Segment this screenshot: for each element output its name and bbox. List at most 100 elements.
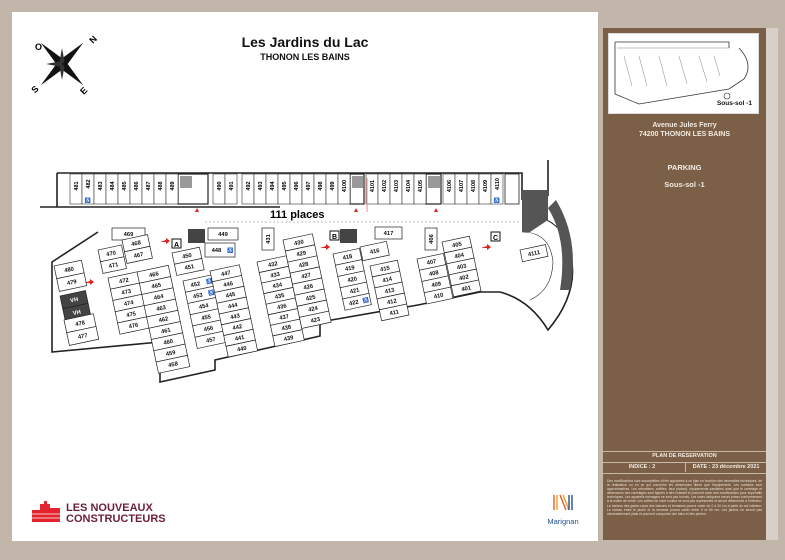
parking-spot[interactable]: 493 <box>253 173 267 205</box>
parking-spot[interactable]: 488 <box>153 173 167 205</box>
spot-number: 413 <box>384 287 395 295</box>
parking-spot[interactable]: 431 <box>261 227 275 251</box>
spot-number: 486 <box>134 181 140 190</box>
parking-spot[interactable]: 477 <box>66 326 100 346</box>
parking-spot[interactable]: 4109 <box>478 173 492 205</box>
parking-spot[interactable]: 496 <box>289 173 303 205</box>
spot-number: 427 <box>301 273 312 281</box>
parking-spot[interactable]: 449 <box>207 227 239 241</box>
project-title: Les Jardins du Lac <box>241 34 369 50</box>
parking-spot[interactable]: 4107 <box>454 173 468 205</box>
disclaimer-text: Des modifications sont susceptibles d'êt… <box>607 479 762 516</box>
wheelchair-icon: ♿ <box>494 197 500 204</box>
parking-spot[interactable]: VH <box>59 290 89 310</box>
spot-number: 446 <box>223 281 234 289</box>
wheelchair-icon: ♿ <box>362 296 370 304</box>
parking-spot[interactable]: 489 <box>165 173 179 205</box>
parking-spot[interactable]: 423 <box>299 310 332 329</box>
parking-spot[interactable]: 495 <box>277 173 291 205</box>
spot-number: 415 <box>380 265 391 273</box>
parking-spot[interactable]: 4102 <box>377 173 391 205</box>
marignan-logo-text: Marignan <box>547 517 579 526</box>
parking-spot[interactable]: 448♿ <box>204 242 236 258</box>
spot-block: 449 <box>207 227 239 241</box>
spot-number: 488 <box>158 181 164 190</box>
parking-spot[interactable]: 458 <box>155 354 191 374</box>
parking-spot[interactable]: 483 <box>93 173 107 205</box>
parking-spot[interactable]: 486 <box>129 173 143 205</box>
spot-number: 460 <box>163 339 174 347</box>
spot-number: 487 <box>146 181 152 190</box>
parking-spot[interactable]: 4101 <box>365 173 379 205</box>
spot-number: 426 <box>303 283 314 291</box>
spot-number: 470 <box>106 250 117 258</box>
spot-number: 432 <box>268 261 279 269</box>
spot-number: 459 <box>165 350 176 358</box>
access-c[interactable]: C <box>490 231 501 242</box>
parking-spot[interactable]: 484 <box>105 173 119 205</box>
spot-number: 406 <box>429 233 435 243</box>
spot-number: 480 <box>64 266 75 274</box>
parking-spot[interactable]: 467 <box>124 245 153 264</box>
parking-spot[interactable]: 482♿ <box>81 173 95 205</box>
parking-spot[interactable]: 499 <box>325 173 339 205</box>
parking-spot[interactable]: 4111 <box>519 244 549 263</box>
parking-spot[interactable]: 491 <box>224 173 238 205</box>
parking-spot[interactable]: 4104 <box>401 173 415 205</box>
spot-number: 444 <box>228 302 239 310</box>
plan-level: Sous-sol -1 <box>664 180 705 189</box>
parking-spot[interactable]: 492 <box>241 173 255 205</box>
spot-number: 442 <box>232 324 243 332</box>
parking-spot[interactable]: 490 <box>212 173 226 205</box>
spot-number: 451 <box>184 264 195 272</box>
parking-spot[interactable]: 401 <box>450 279 482 298</box>
parking-spot[interactable]: 479 <box>56 272 88 292</box>
parking-spot[interactable]: 410 <box>423 286 454 305</box>
arrow-icon <box>320 244 330 250</box>
parking-spot[interactable]: 411 <box>378 303 410 322</box>
spot-number: 471 <box>108 262 119 270</box>
revision-index: INDICE : 2 <box>628 464 656 470</box>
spot-number: 483 <box>98 181 104 190</box>
access-a[interactable]: A <box>171 238 182 249</box>
parking-spot[interactable]: 4106 <box>442 173 456 205</box>
spot-number: 428 <box>298 261 309 269</box>
parking-spot[interactable]: 471 <box>100 256 127 274</box>
spot-number: 475 <box>126 311 137 319</box>
marignan-logo: Marignan <box>543 493 583 526</box>
spot-number: 450 <box>182 253 193 261</box>
developer-logo-line2: CONSTRUCTEURS <box>66 513 166 525</box>
parking-spot[interactable]: 498 <box>313 173 327 205</box>
parking-spot[interactable]: 4110♿ <box>490 173 504 205</box>
spot-number: 495 <box>282 181 288 190</box>
parking-spot[interactable]: 485 <box>117 173 131 205</box>
spot-number: 433 <box>270 272 281 280</box>
wheelchair-icon: ♿ <box>85 197 91 204</box>
parking-spot[interactable]: 451 <box>173 258 205 276</box>
parking-spot[interactable]: 494 <box>265 173 279 205</box>
parking-spot[interactable]: 4100 <box>337 173 351 205</box>
parking-spot[interactable]: 4108 <box>466 173 480 205</box>
access-b[interactable]: B <box>329 230 340 241</box>
parking-spot[interactable]: 4105 <box>413 173 427 205</box>
parking-spot[interactable]: 417 <box>374 226 403 240</box>
spot-number: 455 <box>201 314 212 322</box>
parking-spot[interactable]: 406 <box>424 227 438 251</box>
spot-number: 424 <box>308 306 319 314</box>
parking-spot[interactable]: 440 <box>225 339 259 358</box>
parking-spot[interactable]: 4103 <box>389 173 403 205</box>
spot-number: 479 <box>67 279 78 287</box>
spot-number: 411 <box>389 309 400 317</box>
parking-spot[interactable]: 439 <box>272 329 305 347</box>
parking-spot[interactable]: 422♿ <box>342 292 372 311</box>
spot-number: 414 <box>382 276 393 284</box>
parking-spot[interactable]: 416 <box>359 240 390 262</box>
parking-spot[interactable]: 497 <box>301 173 315 205</box>
parking-spot[interactable]: 481 <box>69 173 83 205</box>
parking-spot[interactable]: 487 <box>141 173 155 205</box>
spot-number: 497 <box>306 181 312 190</box>
